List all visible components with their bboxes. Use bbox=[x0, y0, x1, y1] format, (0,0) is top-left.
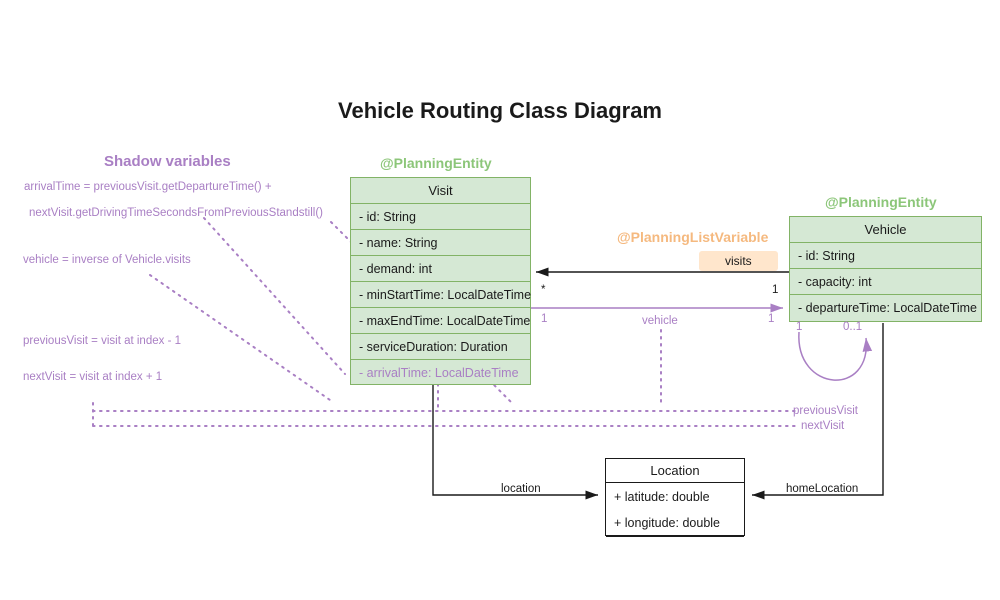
class-location-name: Location bbox=[606, 459, 744, 483]
edge-label-previous-visit: previousVisit bbox=[793, 405, 858, 417]
edge-label-location: location bbox=[501, 483, 541, 495]
shadow-note-arrival-time-line1: arrivalTime = previousVisit.getDeparture… bbox=[24, 181, 272, 193]
class-vehicle-field-departure-time: - departureTime: LocalDateTime bbox=[798, 301, 978, 315]
class-visit-field-min-start-time: - minStartTime: LocalDateTime bbox=[351, 282, 531, 308]
shadow-variables-heading: Shadow variables bbox=[104, 153, 231, 170]
edge-visits-source-multiplicity: * bbox=[541, 284, 546, 296]
class-visit-field-name: - name: String bbox=[351, 230, 530, 256]
class-visit-field-id: - id: String bbox=[351, 204, 530, 230]
edge-vehicle-target-multiplicity: 1 bbox=[768, 313, 775, 325]
edge-vehicle-source-multiplicity: 1 bbox=[541, 313, 548, 325]
class-location-field-longitude: + longitude: double bbox=[606, 510, 744, 537]
edge-label-visits: visits bbox=[699, 251, 778, 271]
page-title: Vehicle Routing Class Diagram bbox=[338, 98, 662, 123]
edge-label-home-location: homeLocation bbox=[786, 483, 859, 495]
class-box-location[interactable]: Location + latitude: double + longitude:… bbox=[605, 458, 745, 537]
edge-label-next-visit: nextVisit bbox=[801, 420, 845, 432]
shadow-note-previous-visit: previousVisit = visit at index - 1 bbox=[23, 335, 181, 347]
class-visit-field-service-duration: - serviceDuration: Duration bbox=[351, 334, 530, 360]
class-box-vehicle[interactable]: Vehicle - id: String - capacity: int - d… bbox=[789, 216, 982, 322]
class-visit-name: Visit bbox=[351, 178, 530, 204]
shadow-note-arrival-time-line2: nextVisit.getDrivingTimeSecondsFromPrevi… bbox=[29, 207, 323, 219]
class-visit-field-arrival-time: - arrivalTime: LocalDateTime bbox=[359, 366, 519, 380]
class-visit-field-max-end-time: - maxEndTime: LocalDateTime bbox=[351, 308, 530, 334]
edge-previous-visit-multiplicity: 1 bbox=[796, 321, 803, 333]
class-vehicle-name: Vehicle bbox=[790, 217, 981, 243]
class-vehicle-field-capacity: - capacity: int bbox=[790, 269, 981, 295]
edge-label-vehicle: vehicle bbox=[642, 315, 678, 327]
shadow-note-vehicle: vehicle = inverse of Vehicle.visits bbox=[23, 254, 191, 266]
stereotype-planning-list-variable: @PlanningListVariable bbox=[617, 229, 769, 245]
stereotype-visit: @PlanningEntity bbox=[380, 155, 492, 171]
class-vehicle-field-id: - id: String bbox=[790, 243, 981, 269]
class-visit-field-demand: - demand: int bbox=[351, 256, 530, 282]
edge-location bbox=[432, 383, 598, 500]
edge-previous-next-visit-loop bbox=[798, 331, 873, 381]
class-box-visit[interactable]: Visit - id: String - name: String - dema… bbox=[350, 177, 531, 385]
edge-visits-target-multiplicity: 1 bbox=[772, 284, 779, 296]
stereotype-vehicle: @PlanningEntity bbox=[825, 194, 937, 210]
edge-next-visit-multiplicity: 0..1 bbox=[843, 321, 863, 333]
class-location-field-latitude: + latitude: double bbox=[614, 489, 710, 504]
shadow-note-next-visit: nextVisit = visit at index + 1 bbox=[23, 371, 163, 383]
